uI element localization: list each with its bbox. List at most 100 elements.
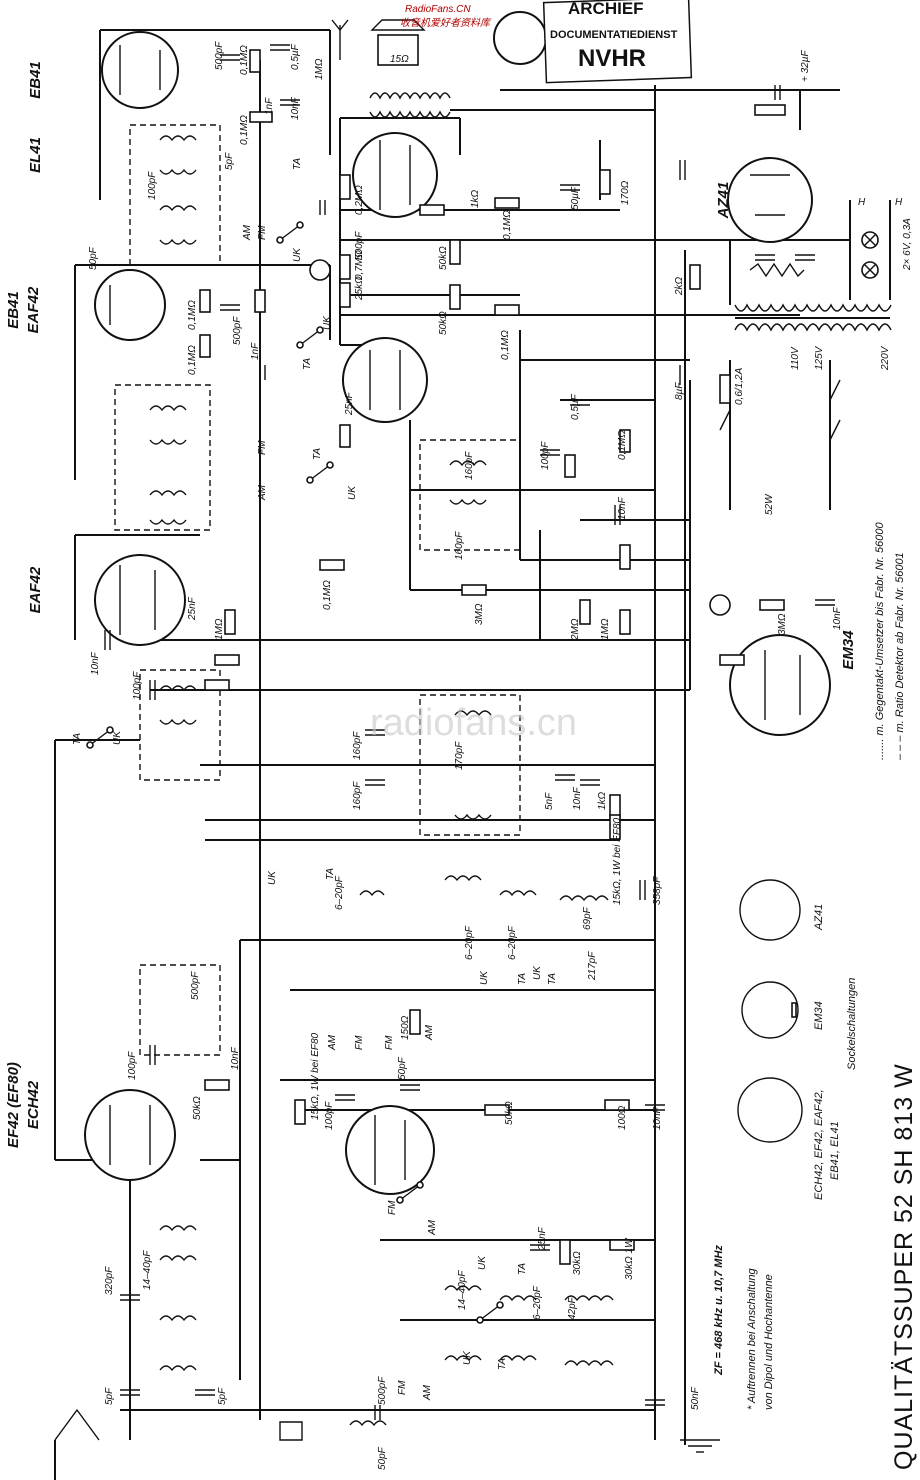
label-1m-b: 1MΩ [600, 618, 611, 640]
label-500pf-mid: 500pF [354, 231, 365, 260]
label-ef42: EF42 (EF80) [5, 1062, 22, 1148]
label-320pf: 320pF [104, 1266, 115, 1295]
svg-text:FM: FM [384, 1035, 395, 1050]
label-05m: 0,1MΩ [502, 210, 513, 240]
svg-text:AM: AM [327, 1034, 338, 1051]
resistors [199, 49, 785, 1265]
watermark-center: radiofans.cn [370, 702, 577, 744]
label-14-40-a: 14–40pF [142, 1250, 153, 1290]
socket-label-1b: EB41, EL41 [829, 1121, 841, 1180]
svg-text:TA: TA [497, 1358, 508, 1370]
tube-em34 [729, 634, 831, 736]
label-6-20-c: 6–20pF [507, 925, 518, 960]
svg-text:UK: UK [322, 315, 333, 330]
label-01m-el41: 0,1MΩ [239, 115, 250, 145]
label-100pf-d: 100pF [127, 1051, 138, 1080]
if-transformer-screens [114, 124, 521, 1056]
label-10nf-em: 10nF [832, 606, 843, 630]
watermark-brand: RadioFans.CN [405, 4, 471, 15]
notes: ZF = 468 kHz u. 10,7 MHz * Auftrennen be… [713, 522, 918, 1470]
label-1nf-b: 1nF [250, 342, 261, 360]
label-50k-a: 50kΩ [438, 246, 449, 270]
tube-ech42 [345, 1105, 435, 1195]
svg-text:AM: AM [257, 484, 268, 501]
label-217pf: 217pF [587, 951, 598, 981]
svg-text:AM: AM [424, 1024, 435, 1041]
label-25nf-c: 25nF [537, 1226, 548, 1251]
label-10nf-c: 10nF [572, 786, 583, 810]
label-01uf: 0,5µF [570, 393, 581, 420]
label-10nf-top: 10nF [290, 96, 301, 120]
label-500pf-top: 500pF [214, 41, 225, 70]
label-150ohm: 150Ω [400, 1015, 411, 1040]
label-25nf-a: 25nF [344, 391, 355, 416]
legend-note-2: – – – m. Ratio Detektor ab Fabr. Nr. 560… [894, 552, 906, 761]
label-160pf-b: 160pF [454, 531, 465, 560]
tube-az41 [727, 157, 813, 243]
label-01m-mid: 0,1MΩ [500, 330, 511, 360]
svg-text:FM: FM [397, 1380, 408, 1395]
stamp-line2: DOCUMENTATIEDIENST [550, 29, 678, 41]
label-1nf-top: 1nF [264, 97, 275, 115]
label-110v: 110V [790, 346, 801, 370]
tube-el41 [352, 132, 438, 218]
label-69pf: 69pF [582, 906, 593, 930]
label-25nf-b: 25nF [187, 596, 198, 621]
svg-text:AM: AM [427, 1219, 438, 1236]
tube-eb41-top [101, 31, 179, 109]
magic-eye-lamp [493, 11, 547, 65]
label-2m: 2MΩ [570, 618, 581, 641]
stamp-line3: NVHR [578, 45, 646, 72]
svg-text:UK: UK [112, 730, 123, 745]
schematic-title: QUALITÄTSSUPER 52 SH 813 W [890, 1063, 918, 1470]
if-frequency-note: ZF = 468 kHz u. 10,7 MHz [713, 1245, 725, 1376]
svg-text:FM: FM [257, 225, 268, 240]
label-5pf-b: 5pF [217, 1387, 228, 1405]
label-07m: 0,7MΩ [354, 250, 365, 280]
label-h-a: H [858, 197, 866, 208]
label-50uf: 50µF [570, 186, 581, 210]
label-fuse: 0,6/1,2A [734, 367, 745, 405]
label-6-20-a: 6–20pF [334, 875, 345, 910]
power-transformer [719, 90, 892, 510]
svg-text:TA: TA [312, 448, 323, 460]
label-50pf-b: 50pF [397, 1056, 408, 1080]
switches [54, 221, 841, 1480]
svg-text:FM: FM [387, 1200, 398, 1215]
capacitors [104, 44, 835, 1420]
label-15k-b: 15kΩ, 1W bei EF80 [310, 1032, 321, 1120]
label-az41: AZ41 [715, 182, 732, 220]
svg-text:UK: UK [267, 870, 278, 885]
tube-labels: EB41 EL41 EB41 EAF42 EAF42 EF42 (EF80) E… [5, 61, 857, 1148]
label-160pf-a: 160pF [464, 451, 475, 480]
svg-text:FM: FM [257, 440, 268, 455]
svg-text:UK: UK [292, 247, 303, 262]
label-01m-d: 0,1MΩ [322, 580, 333, 610]
label-100pf-b: 100pF [540, 441, 551, 470]
label-50pf-c: 50pF [377, 1446, 388, 1470]
socket-label-2: EM34 [813, 1001, 825, 1030]
svg-text:FM: FM [354, 1035, 365, 1050]
watermark-brand-cn: 收音机爱好者资料库 [400, 17, 492, 29]
legend-note-1: ....... m. Gegentakt-Umsetzer bis Fabr. … [874, 522, 886, 760]
svg-text:TA: TA [547, 973, 558, 985]
label-50pf-left: 50pF [88, 246, 99, 270]
label-02m: 0,2MΩ [354, 185, 365, 215]
label-50k-d: 50kΩ [504, 1101, 515, 1125]
tube-eaf42 [94, 554, 186, 646]
stamp-line1: ARCHIEF [568, 0, 644, 18]
label-1m-c: 1MΩ [214, 618, 225, 640]
label-100pf-e: 100pF [324, 1101, 335, 1130]
label-25k: 25kΩ [354, 276, 365, 301]
svg-text:UK: UK [462, 1350, 473, 1365]
label-10pf: 10nF [90, 651, 101, 675]
label-01m-top: 0,1MΩ [239, 45, 250, 75]
svg-text:UK: UK [477, 1255, 488, 1270]
label-5pf: 5pF [224, 152, 235, 170]
label-5nf: 5nF [544, 792, 555, 810]
label-05uf: 0,5µF [290, 43, 301, 70]
label-100ohm: 100Ω [617, 1105, 628, 1130]
svg-text:TA: TA [72, 733, 83, 745]
socket-heading: Sockelschaltungen [846, 978, 858, 1070]
